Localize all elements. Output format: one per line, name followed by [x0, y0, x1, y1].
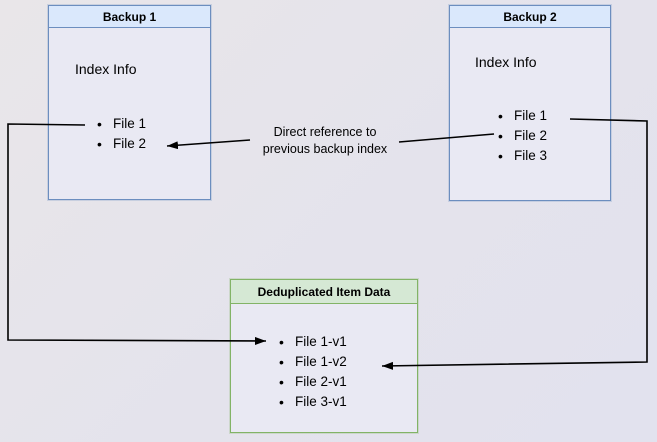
arrow-label-line2: previous backup index — [262, 142, 388, 156]
file-item: File 3 — [497, 146, 547, 166]
file-item: File 1 — [96, 114, 146, 134]
file-item: File 2 — [96, 134, 146, 154]
file-item: File 1-v1 — [278, 332, 347, 352]
backup1-index-heading: Index Info — [75, 61, 137, 77]
backup2-file-list: File 1File 2File 3 — [497, 106, 547, 166]
file-item: File 1 — [497, 106, 547, 126]
arrow-label: Direct reference to previous backup inde… — [233, 124, 417, 158]
arrow-label-line1: Direct reference to — [273, 125, 377, 139]
backup2-box: Backup 2 — [449, 5, 611, 201]
dedup-title: Deduplicated Item Data — [231, 280, 417, 304]
file-item: File 3-v1 — [278, 392, 347, 412]
file-item: File 2 — [497, 126, 547, 146]
file-item: File 1-v2 — [278, 352, 347, 372]
backup1-title: Backup 1 — [49, 6, 210, 28]
backup1-box: Backup 1 — [48, 5, 211, 200]
dedup-file-list: File 1-v1File 1-v2File 2-v1File 3-v1 — [278, 332, 347, 412]
backup2-title: Backup 2 — [450, 6, 610, 28]
backup2-index-heading: Index Info — [475, 54, 537, 70]
file-item: File 2-v1 — [278, 372, 347, 392]
backup1-file-list: File 1File 2 — [96, 114, 146, 154]
